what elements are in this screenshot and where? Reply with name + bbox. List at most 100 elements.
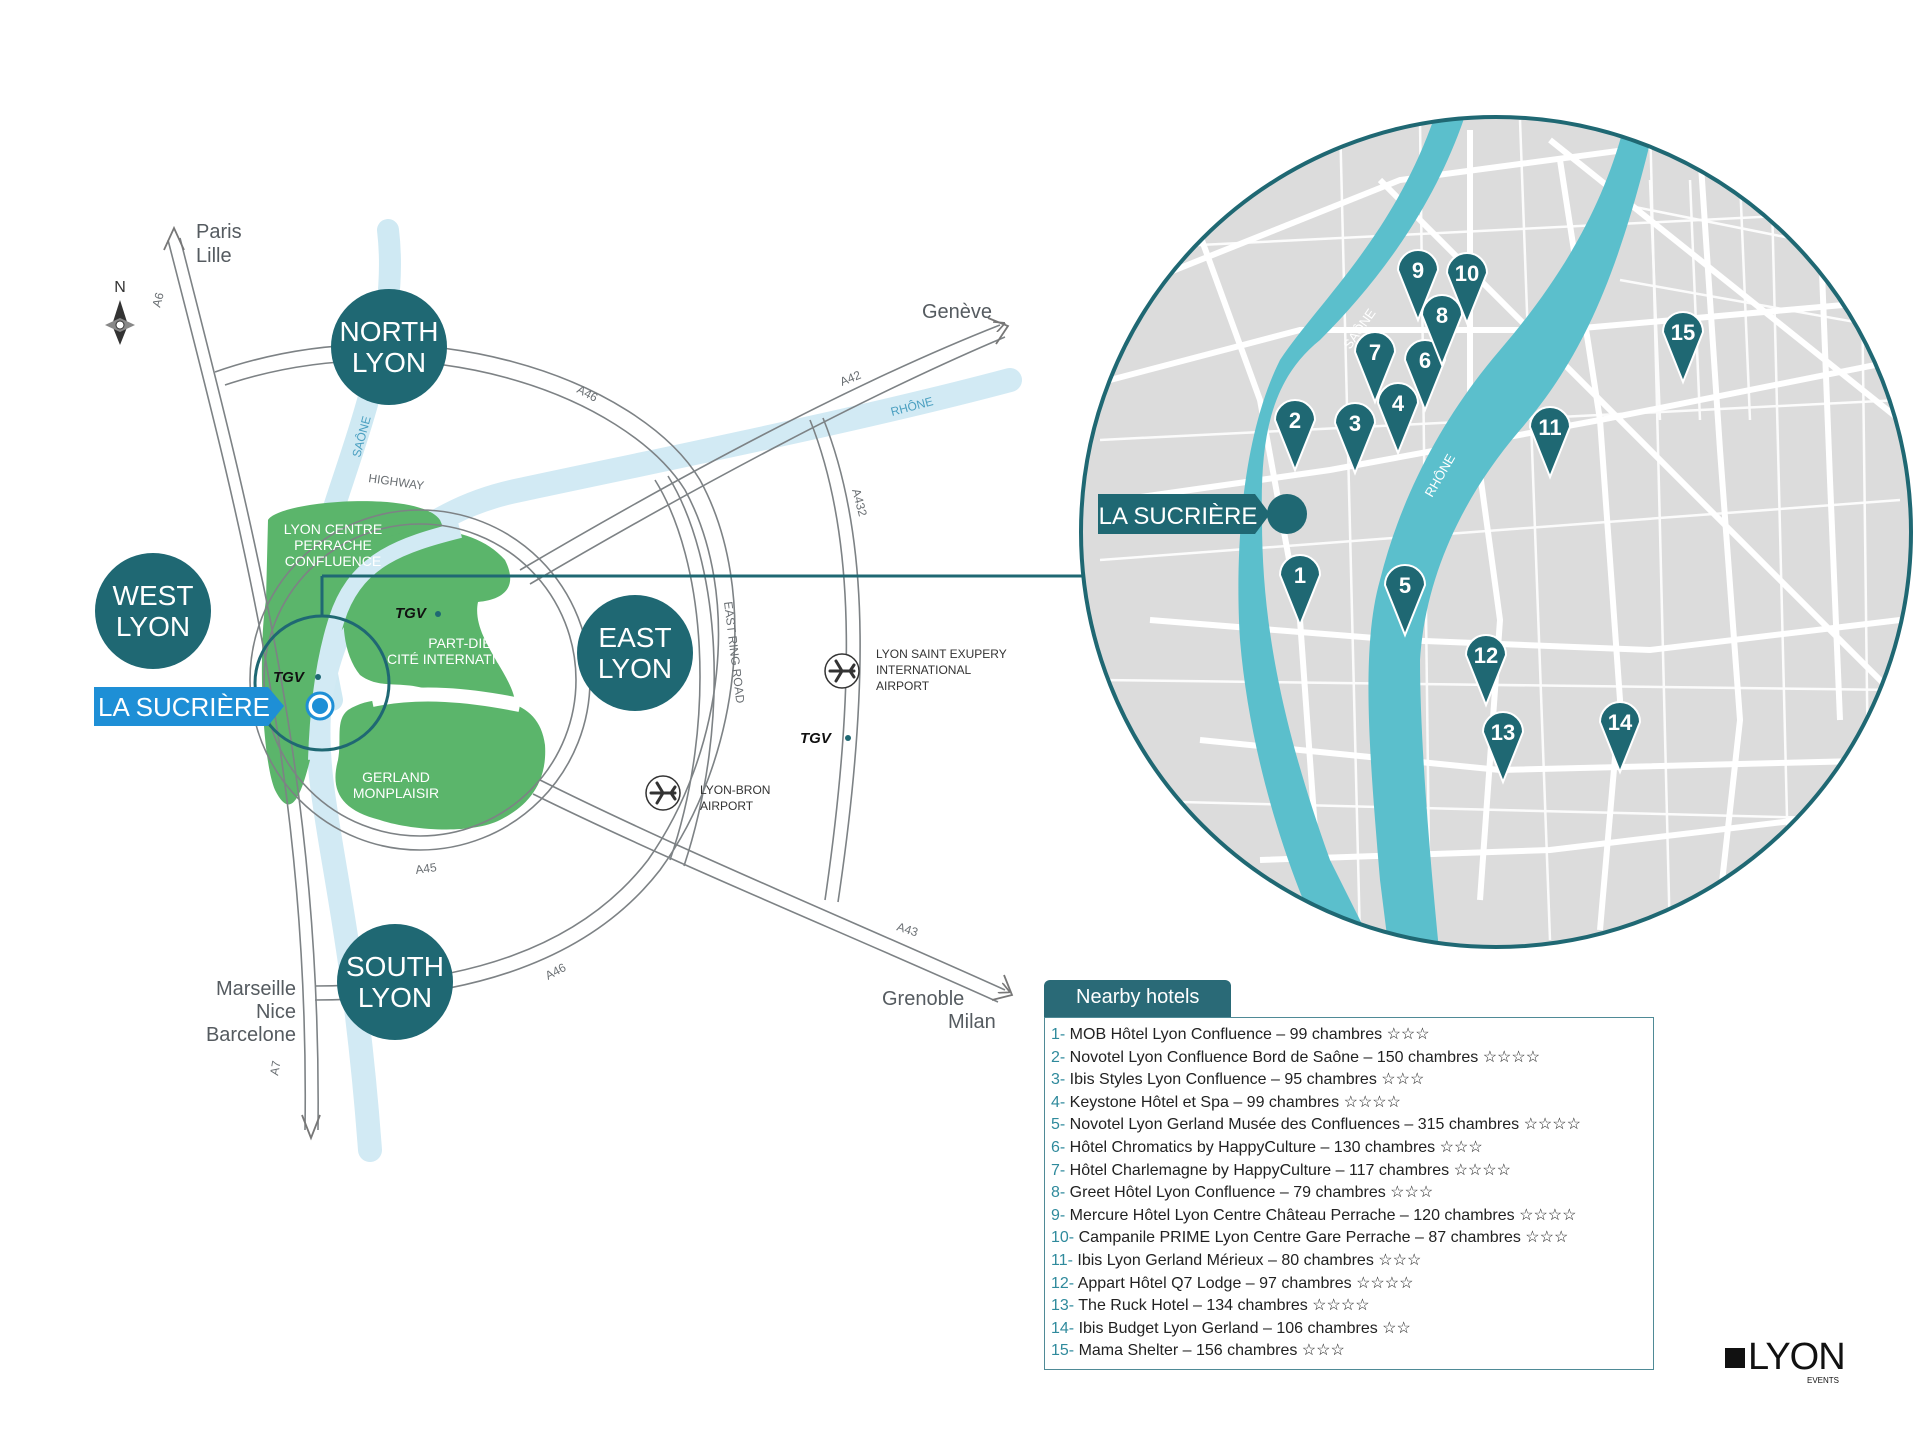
- svg-text:LYON: LYON: [116, 611, 190, 642]
- logo-subtext: EVENTS: [1807, 1376, 1840, 1385]
- road-label-east-ring-road: EAST RING ROAD: [721, 601, 747, 705]
- hotel-list-item: 5- Novotel Lyon Gerland Musée des Conflu…: [1051, 1114, 1643, 1137]
- hotel-name: MOB Hôtel Lyon Confluence – 99 chambres …: [1065, 1026, 1430, 1043]
- svg-text:GERLAND: GERLAND: [362, 769, 430, 785]
- city-geneve: Genève: [922, 301, 992, 323]
- hotel-pin-number: 11: [1538, 415, 1561, 440]
- hotel-list-item: 13- The Ruck Hotel – 134 chambres ☆☆☆☆: [1051, 1295, 1643, 1318]
- zone-north-lyon: NORTH LYON: [331, 289, 447, 405]
- hotel-number: 1-: [1051, 1026, 1066, 1043]
- hotel-pin-number: 10: [1455, 261, 1479, 286]
- hotel-pin-12: 12: [1464, 634, 1508, 708]
- svg-text:PART-DIEU: PART-DIEU: [428, 635, 501, 651]
- city-paris: Paris: [196, 221, 242, 243]
- hotel-number: 2-: [1051, 1048, 1066, 1066]
- hotel-pin-9: 9: [1396, 249, 1440, 323]
- hotel-number: 3-: [1051, 1071, 1066, 1089]
- svg-text:CITÉ INTERNATIONALE: CITÉ INTERNATIONALE: [387, 651, 543, 667]
- airport-label-stexupery: LYON SAINT EXUPERY INTERNATIONAL AIRPORT: [876, 647, 1007, 693]
- svg-text:LYON: LYON: [598, 653, 672, 684]
- hotel-list-item: 12- Appart Hôtel Q7 Lodge – 97 chambres …: [1051, 1273, 1643, 1296]
- hotel-name: Ibis Budget Lyon Gerland – 106 chambres …: [1074, 1319, 1411, 1337]
- svg-text:SOUTH: SOUTH: [346, 951, 444, 982]
- road-label-a43: A43: [895, 920, 920, 940]
- zone-south-lyon: SOUTH LYON: [337, 924, 453, 1040]
- logo-mark: [1725, 1348, 1745, 1368]
- zoom-map-border: [1079, 115, 1913, 949]
- hotel-pin-number: 7: [1369, 340, 1381, 365]
- hotel-number: 10-: [1051, 1229, 1075, 1247]
- label-perrache-confluence: LYON CENTRE PERRACHE CONFLUENCE: [284, 521, 383, 569]
- hotel-pin-number: 9: [1412, 258, 1424, 283]
- hotel-pin-13: 13: [1481, 711, 1525, 785]
- venue-label-overview: LA SUCRIÈRE: [94, 687, 284, 726]
- hotel-list-item: 7- Hôtel Charlemagne by HappyCulture – 1…: [1051, 1160, 1643, 1183]
- svg-text:WEST: WEST: [113, 580, 194, 611]
- city-lille: Lille: [196, 245, 232, 267]
- svg-text:AIRPORT: AIRPORT: [700, 799, 754, 813]
- hotel-list-item: 6- Hôtel Chromatics by HappyCulture – 13…: [1051, 1137, 1643, 1160]
- hotel-number: 8-: [1051, 1184, 1066, 1202]
- hotel-name: Appart Hôtel Q7 Lodge – 97 chambres ☆☆☆☆: [1074, 1274, 1414, 1292]
- hotel-list-item: 4- Keystone Hôtel et Spa – 99 chambres ☆…: [1051, 1092, 1643, 1115]
- svg-text:LYON: LYON: [358, 982, 432, 1013]
- hotel-pin-number: 12: [1474, 643, 1498, 668]
- hotel-pin-14: 14: [1598, 701, 1642, 775]
- hotel-number: 7-: [1051, 1161, 1066, 1179]
- svg-text:EAST: EAST: [598, 622, 671, 653]
- hotel-pin-10: 10: [1445, 252, 1489, 326]
- road-label-a46-north: A46: [575, 382, 601, 405]
- svg-text:TGV: TGV: [395, 605, 428, 622]
- hotel-name: Mama Shelter – 156 chambres ☆☆☆: [1074, 1342, 1345, 1360]
- hotel-name: Hôtel Chromatics by HappyCulture – 130 c…: [1065, 1138, 1483, 1156]
- nearby-hotels-title: Nearby hotels: [1044, 980, 1232, 1017]
- road-label-a6: A6: [149, 291, 166, 309]
- hotel-pin-number: 1: [1294, 563, 1306, 588]
- hotel-pin-5: 5: [1383, 564, 1427, 638]
- airport-icon-stexupery: [824, 653, 860, 689]
- city-milan: Milan: [948, 1011, 996, 1033]
- airport-label-bron: LYON-BRON AIRPORT: [700, 783, 770, 813]
- svg-text:LYON-BRON: LYON-BRON: [700, 783, 770, 797]
- hotel-pin-15: 15: [1661, 311, 1705, 385]
- hotel-number: 11-: [1051, 1251, 1073, 1269]
- hotel-list-item: 3- Ibis Styles Lyon Confluence – 95 cham…: [1051, 1069, 1643, 1092]
- hotel-pin-4: 4: [1376, 382, 1420, 456]
- hotel-name: Campanile PRIME Lyon Centre Gare Perrach…: [1074, 1229, 1569, 1247]
- hotel-pin-7: 7: [1353, 331, 1397, 405]
- road-label-a45: A45: [414, 860, 437, 877]
- tgv-icon-partdieu: TGV: [395, 605, 441, 622]
- hotel-name: Mercure Hôtel Lyon Centre Château Perrac…: [1065, 1206, 1577, 1224]
- svg-text:CONFLUENCE: CONFLUENCE: [285, 553, 381, 569]
- hotel-pin-2: 2: [1273, 399, 1317, 473]
- hotel-name: Hôtel Charlemagne by HappyCulture – 117 …: [1065, 1161, 1511, 1179]
- svg-text:LYON SAINT EXUPERY: LYON SAINT EXUPERY: [876, 647, 1007, 661]
- road-label-a46-south: A46: [543, 960, 569, 983]
- hotel-list-item: 2- Novotel Lyon Confluence Bord de Saône…: [1051, 1047, 1643, 1070]
- city-nice: Nice: [256, 1001, 296, 1023]
- logo-text: LYON: [1748, 1336, 1846, 1378]
- hotel-list-item: 9- Mercure Hôtel Lyon Centre Château Per…: [1051, 1205, 1643, 1228]
- hotel-pin-number: 3: [1349, 411, 1361, 436]
- hotel-number: 4-: [1051, 1093, 1066, 1111]
- zoom-venue-marker: [1267, 494, 1307, 534]
- hotel-number: 13-: [1051, 1297, 1075, 1315]
- direction-arrows: [163, 225, 1014, 1141]
- hotel-name: Ibis Styles Lyon Confluence – 95 chambre…: [1065, 1071, 1425, 1089]
- hotel-pin-number: 2: [1289, 408, 1301, 433]
- hotel-list-item: 10- Campanile PRIME Lyon Centre Gare Per…: [1051, 1227, 1643, 1250]
- city-grenoble: Grenoble: [882, 988, 964, 1010]
- airport-icon-bron: [645, 775, 681, 811]
- svg-text:NORTH: NORTH: [339, 316, 438, 347]
- hotel-number: 5-: [1051, 1116, 1066, 1134]
- svg-text:AIRPORT: AIRPORT: [876, 679, 930, 693]
- zone-west-lyon: WEST LYON: [95, 553, 211, 669]
- svg-text:PERRACHE: PERRACHE: [294, 537, 372, 553]
- label-gerland: GERLAND MONPLAISIR: [353, 769, 439, 801]
- nearby-hotels-panel: Nearby hotels 1- MOB Hôtel Lyon Confluen…: [1044, 980, 1654, 1370]
- hotel-pin-number: 15: [1671, 320, 1695, 345]
- hotel-list: 1- MOB Hôtel Lyon Confluence – 99 chambr…: [1044, 1017, 1654, 1370]
- tgv-icon-perrache: TGV: [273, 669, 321, 686]
